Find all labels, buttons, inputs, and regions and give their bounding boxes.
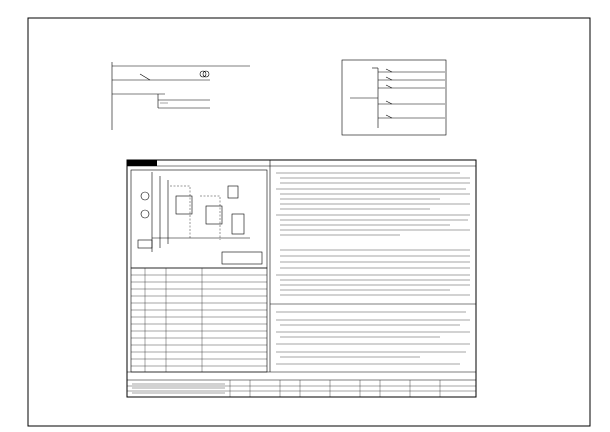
sheet-bottom-band — [127, 371, 476, 397]
right-single-line-diagram — [341, 59, 447, 136]
left-single-line-diagram — [111, 62, 250, 130]
branch-4 — [378, 100, 445, 105]
component-table — [130, 267, 268, 373]
drawing-border — [27, 17, 591, 427]
spec-value-table — [276, 249, 470, 296]
spec-text-lines — [276, 172, 470, 236]
sheet-header-block — [127, 160, 157, 166]
detail-sheet — [126, 159, 477, 398]
right-panel — [269, 160, 476, 372]
branch-5 — [378, 114, 445, 119]
branch-2 — [378, 76, 445, 81]
left-panel — [127, 165, 270, 373]
requirements-text-lines — [276, 311, 470, 365]
branch-1 — [378, 68, 445, 73]
branch-3 — [378, 84, 445, 89]
